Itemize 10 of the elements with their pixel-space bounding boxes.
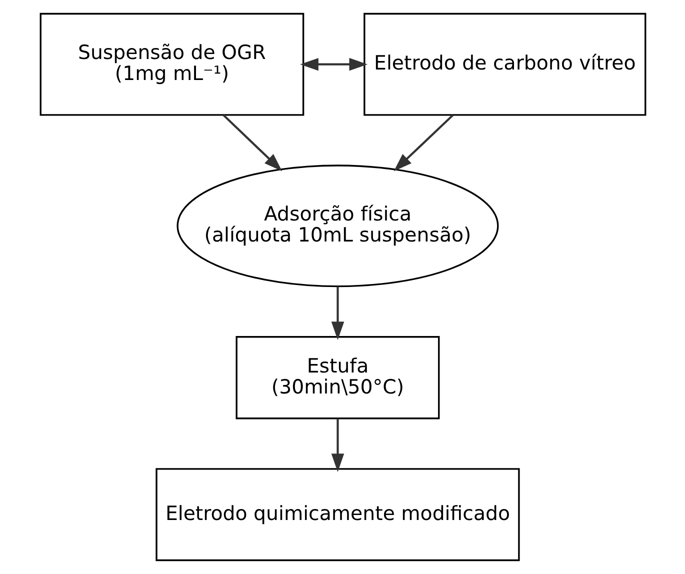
arrow bbox=[300, 58, 368, 71]
node-box: Suspensão de OGR (1mg mL⁻¹) bbox=[39, 12, 304, 116]
node-box: Estufa (30min\50°C) bbox=[235, 336, 440, 420]
arrow bbox=[222, 114, 282, 172]
node-ellipse: Adsorção física (alíquota 10mL suspensão) bbox=[176, 164, 498, 288]
arrow bbox=[330, 286, 344, 340]
arrow bbox=[393, 114, 454, 172]
node-box: Eletrodo quimicamente modificado bbox=[155, 468, 520, 562]
arrow bbox=[330, 418, 344, 472]
node-box: Eletrodo de carbono vítreo bbox=[363, 12, 646, 116]
